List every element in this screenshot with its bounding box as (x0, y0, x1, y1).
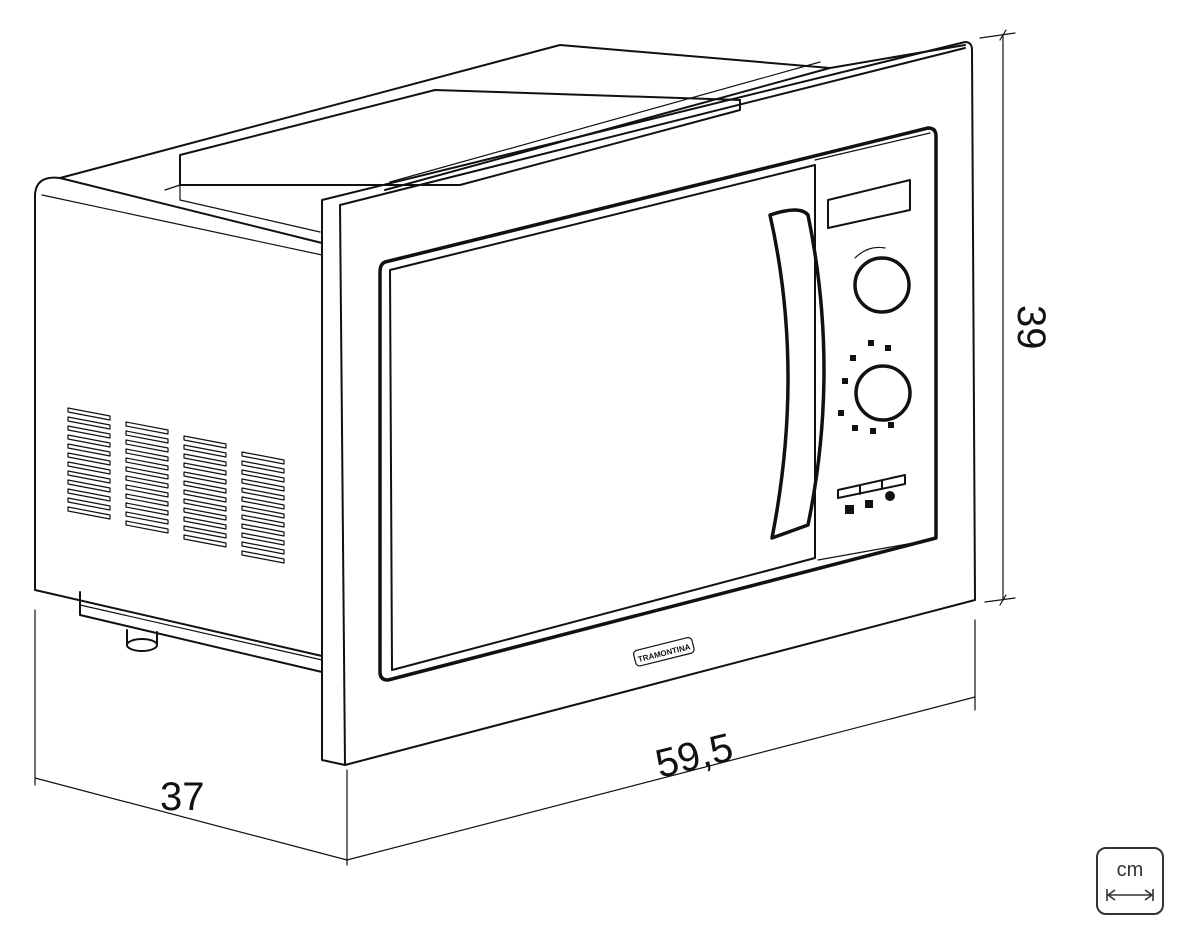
vent-slot (183, 516, 227, 530)
vent-slot (125, 475, 169, 489)
vent-slot (67, 461, 111, 475)
brand-label: TRAMONTINA (633, 637, 695, 667)
timer-knob (853, 256, 911, 314)
vent-slot (241, 550, 285, 564)
vent-slot (183, 534, 227, 548)
vent-slot (183, 471, 227, 485)
vent-slot (183, 444, 227, 458)
vent-slot (125, 439, 169, 453)
vent-slot (125, 511, 169, 525)
door-handle (768, 208, 826, 540)
vent-slot (241, 469, 285, 483)
width-dimension: 59,5 (651, 725, 737, 787)
height-dimension: 39 (1009, 305, 1053, 350)
vent-slot (241, 487, 285, 501)
svg-text:TRAMONTINA: TRAMONTINA (637, 642, 692, 664)
vent-slot (67, 452, 111, 466)
vent-slot (125, 457, 169, 471)
vent-slot (67, 479, 111, 493)
vent-slot (125, 520, 169, 534)
vent-slot (67, 416, 111, 430)
vent-slot (183, 525, 227, 539)
vent-slot (125, 493, 169, 507)
vent-slot (67, 443, 111, 457)
vent-slot (183, 489, 227, 503)
vent-slot (125, 430, 169, 444)
vent-slot (241, 451, 285, 465)
vent-slot (241, 505, 285, 519)
vent-slot (183, 498, 227, 512)
vent-slot (241, 496, 285, 510)
vent-slot (67, 497, 111, 511)
vent-slot (241, 478, 285, 492)
unit-badge: cm (1096, 847, 1164, 915)
vent-slot (67, 488, 111, 502)
vent-slot (241, 541, 285, 555)
side-vents (67, 407, 285, 564)
vent-slot (183, 435, 227, 449)
vent-slot (241, 532, 285, 546)
vent-slot (183, 507, 227, 521)
control-panel (827, 179, 912, 514)
vent-slot (67, 506, 111, 520)
vent-slot (241, 460, 285, 474)
power-knob (854, 364, 912, 422)
front-frame (321, 41, 976, 766)
vent-slot (67, 434, 111, 448)
vent-slot (125, 502, 169, 516)
vent-slot (241, 523, 285, 537)
unit-label: cm (1116, 859, 1144, 881)
vent-slot (183, 462, 227, 476)
depth-dimension: 37 (160, 775, 205, 819)
vent-slot (125, 466, 169, 480)
vent-slot (125, 421, 169, 435)
display (827, 179, 911, 229)
vent-slot (183, 480, 227, 494)
microwave-body (34, 44, 966, 673)
vent-slot (125, 448, 169, 462)
vent-slot (67, 470, 111, 484)
vent-slot (241, 514, 285, 528)
vent-slot (125, 484, 169, 498)
double-arrow-icon (1106, 889, 1154, 901)
vent-slot (183, 453, 227, 467)
dimension-lines (34, 29, 1016, 866)
vent-slot (67, 425, 111, 439)
vent-slot (67, 407, 111, 421)
